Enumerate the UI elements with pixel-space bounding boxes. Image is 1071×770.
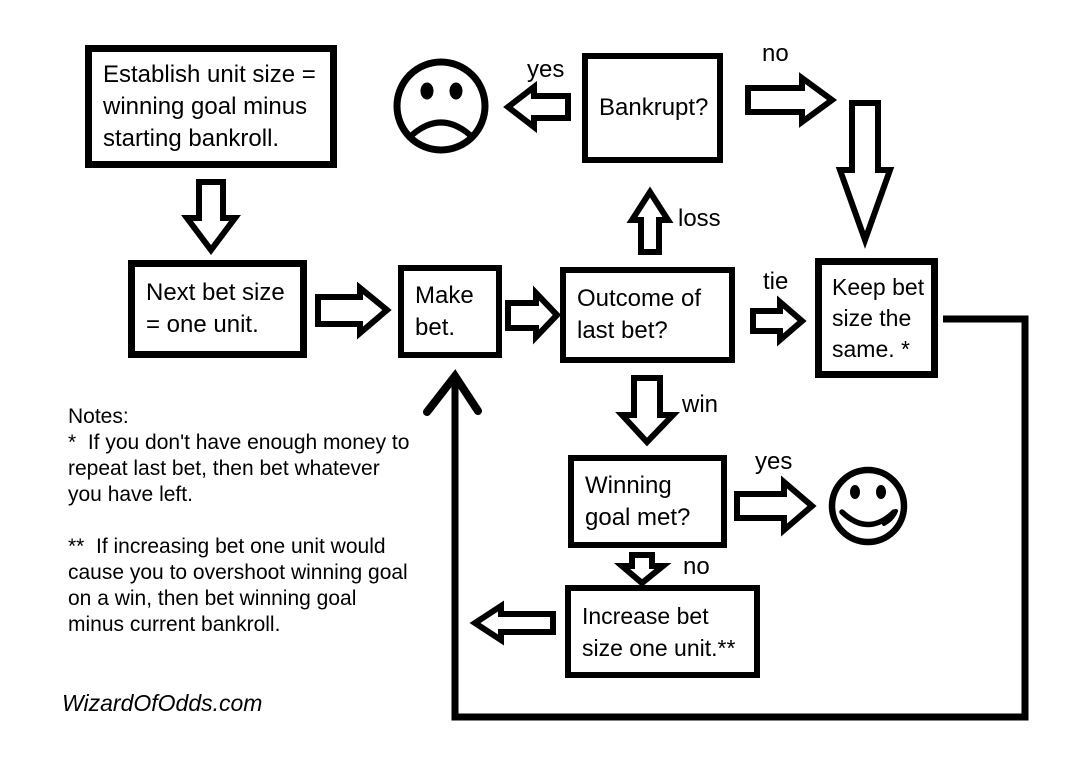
- sad-face-icon: [393, 58, 489, 154]
- label-goal-no: no: [683, 553, 710, 580]
- arrow-bankrupt-no: [745, 72, 838, 128]
- increase-bet-size-box: Increase bet size one unit.**: [565, 585, 760, 678]
- establish-unit-size-box: Establish unit size = winning goal minus…: [85, 45, 337, 168]
- arrow-no-to-keepbet: [835, 100, 895, 249]
- footnotes-text: Notes: * If you don't have enough money …: [68, 405, 410, 636]
- arrow-makebet-to-outcome: [505, 285, 562, 345]
- arrow-nextbet-to-makebet: [315, 281, 392, 340]
- arrow-establish-to-nextbet: [181, 179, 241, 255]
- keep-bet-size-box: Keep bet size the same. *: [815, 258, 938, 378]
- arrow-outcome-to-winninggoal-win: [615, 375, 681, 447]
- label-bankrupt-no: no: [762, 40, 789, 67]
- arrow-bankrupt-to-sadface-yes: [503, 80, 571, 134]
- site-credit: WizardOfOdds.com: [62, 690, 263, 716]
- next-bet-size-box: Next bet size = one unit.: [128, 260, 307, 358]
- winning-goal-met-box: Winning goal met?: [568, 455, 727, 548]
- arrow-increasebet-to-loop: [469, 600, 556, 646]
- arrow-winninggoal-to-increasebet-no: [613, 552, 672, 587]
- arrow-winninggoal-to-happyface-yes: [734, 475, 817, 537]
- loop-return-line: [451, 315, 1029, 721]
- loop-return-arrowhead: [423, 369, 482, 416]
- label-tie: tie: [763, 268, 789, 295]
- happy-face-icon: [828, 466, 908, 546]
- bankrupt-box: Bankrupt?: [582, 53, 723, 163]
- label-bankrupt-yes: yes: [527, 56, 565, 83]
- arrow-outcome-to-bankrupt-loss: [626, 186, 674, 255]
- label-goal-yes: yes: [755, 448, 793, 475]
- outcome-of-last-bet-box: Outcome of last bet?: [560, 267, 735, 363]
- label-win: win: [682, 391, 719, 418]
- arrow-outcome-to-keepbet-tie: [750, 295, 807, 347]
- make-bet-box: Make bet.: [398, 265, 502, 358]
- label-loss: loss: [678, 205, 721, 232]
